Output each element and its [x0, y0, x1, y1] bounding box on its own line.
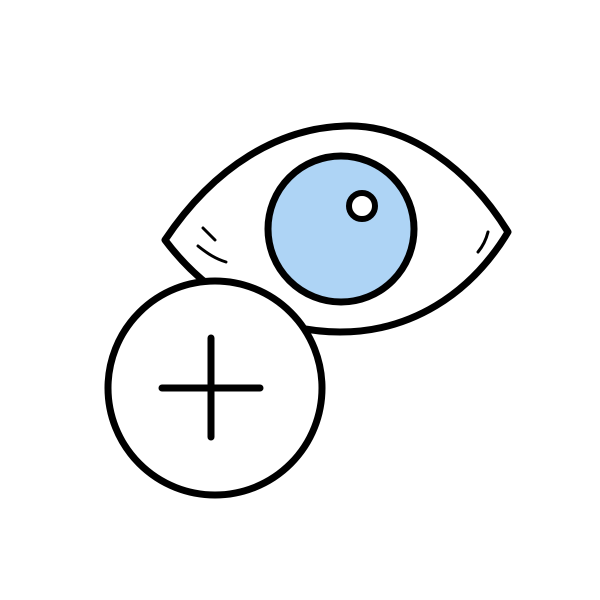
eye-icon [161, 122, 512, 336]
iris [264, 152, 418, 306]
plus-sign [158, 334, 264, 441]
eye-shine-lines-left [196, 226, 228, 264]
eye-shine-lines-right [476, 230, 490, 254]
plus-circle-icon [104, 277, 326, 499]
pupil-highlight [346, 190, 378, 222]
